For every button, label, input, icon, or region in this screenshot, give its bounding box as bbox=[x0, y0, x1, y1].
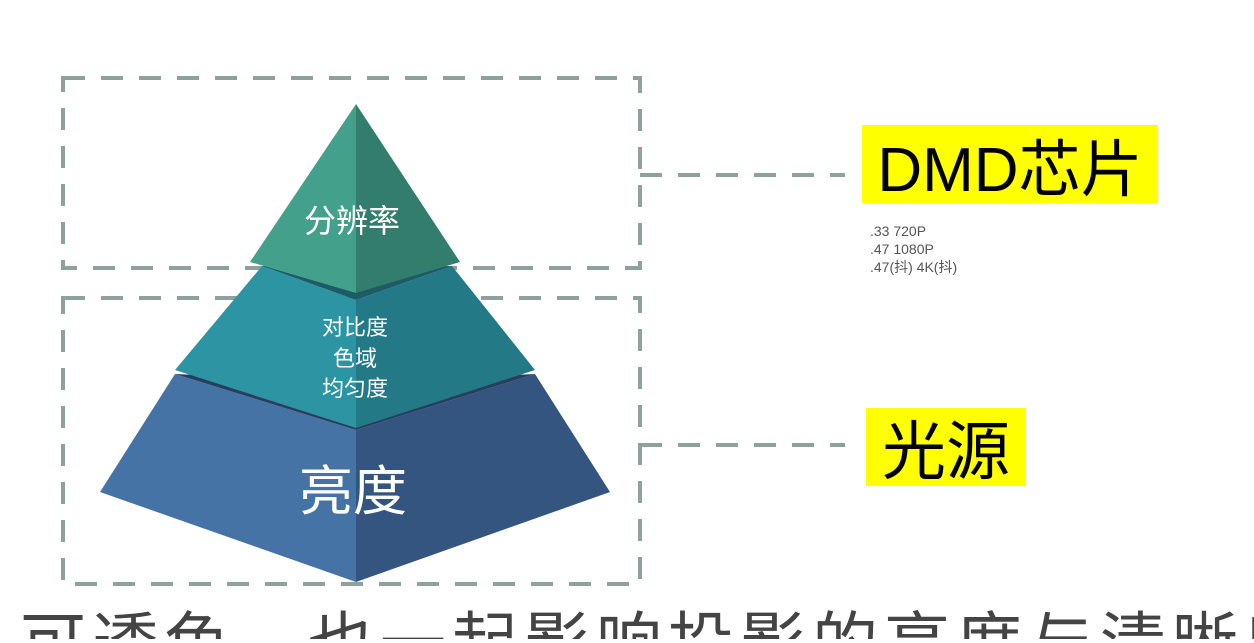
tier-label-contrast: 对比度 bbox=[322, 316, 388, 341]
tier-label-brightness: 亮度 bbox=[299, 460, 407, 523]
light-source-callout: 光源 bbox=[866, 408, 1026, 490]
tier-label-gamut: 色域 bbox=[333, 347, 377, 372]
tier-label-uniformity: 均匀度 bbox=[322, 377, 388, 402]
bottom-caption-cropped: 可透色，也一起影响投影的亮度与清晰度 bbox=[20, 608, 1254, 639]
pyramid-tier-top bbox=[250, 104, 460, 293]
chip-spec-item: .47(抖) 4K(抖) bbox=[870, 259, 958, 275]
tier-label-resolution: 分辨率 bbox=[304, 202, 400, 240]
dmd-chip-callout: DMD芯片 bbox=[862, 125, 1158, 205]
chip-spec-item: .47 1080P bbox=[870, 241, 934, 257]
chip-spec-list: .33 720P .47 1080P .47(抖) 4K(抖) bbox=[870, 222, 957, 276]
brightness-group-box bbox=[61, 296, 642, 586]
chip-spec-item: .33 720P bbox=[870, 223, 927, 239]
